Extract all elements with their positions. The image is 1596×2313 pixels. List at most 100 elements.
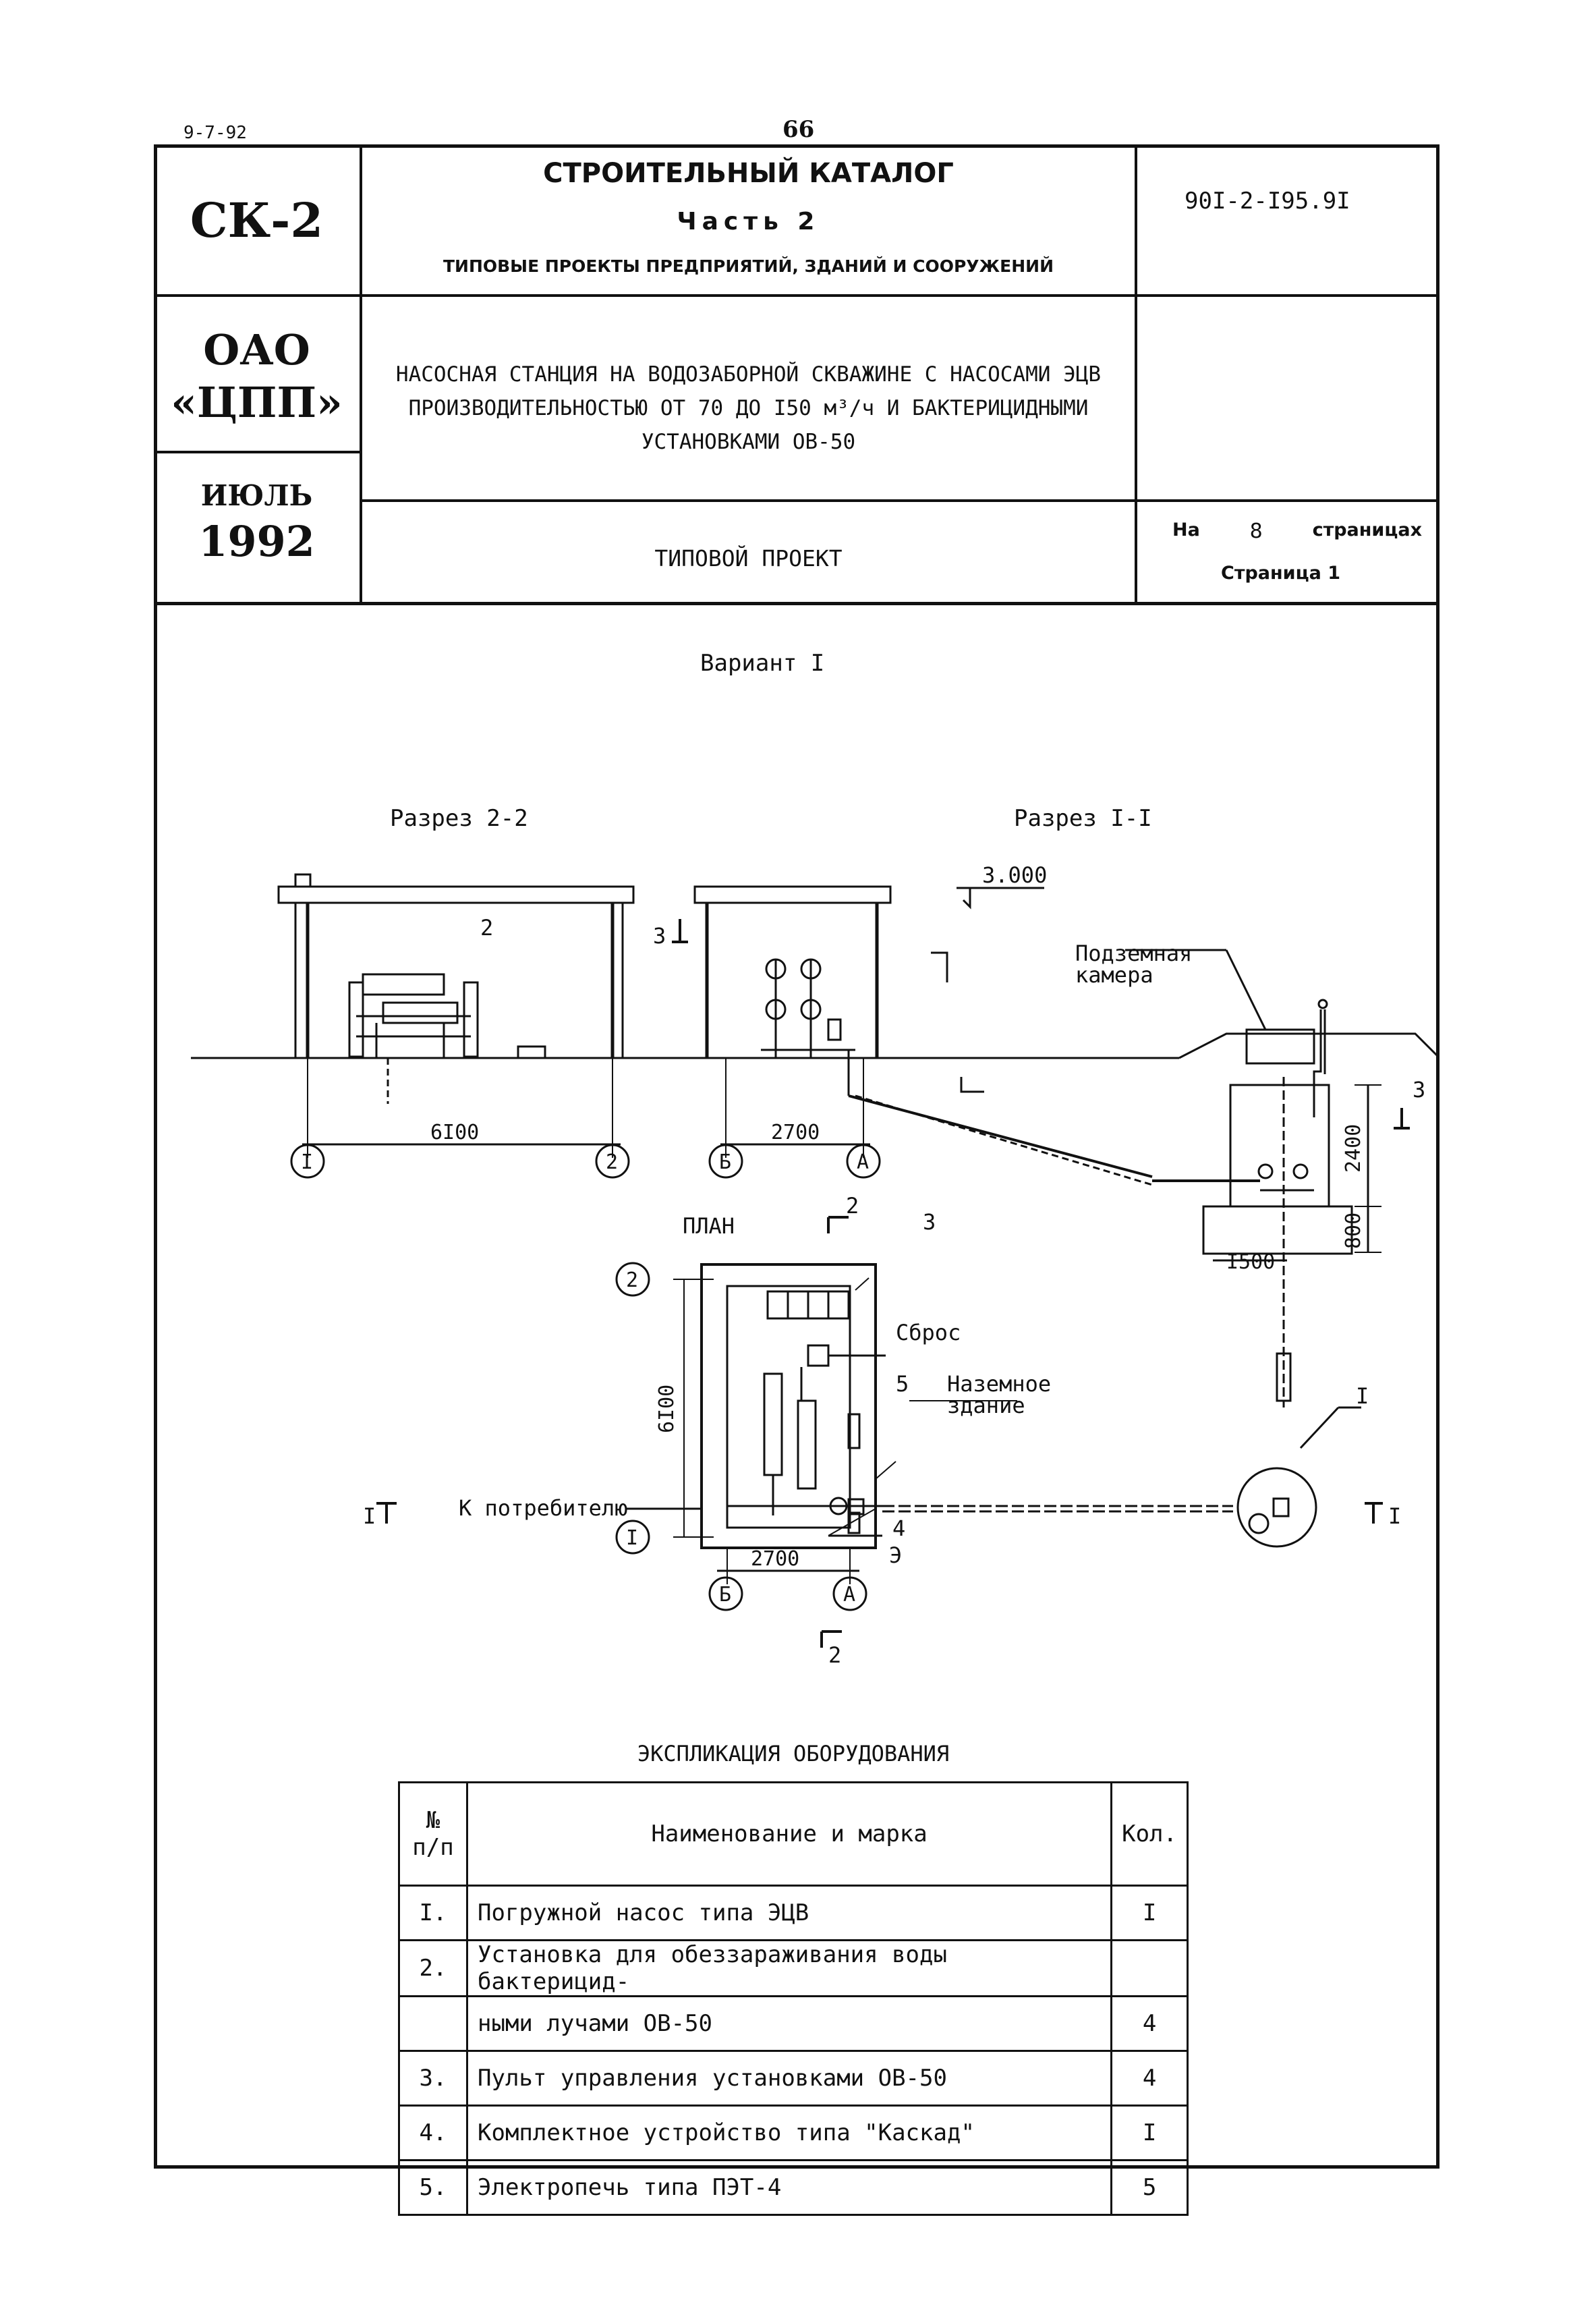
cut-mark-2-bottom: 2 bbox=[828, 1642, 841, 1668]
row-number: I. bbox=[398, 1885, 468, 1941]
cut-mark-I-left: I bbox=[363, 1503, 376, 1529]
row-quantity: I bbox=[1110, 2105, 1189, 2161]
organization-line1: ОАО bbox=[203, 325, 310, 374]
axis-bubbles bbox=[290, 1144, 881, 1611]
header-divider bbox=[360, 499, 1440, 502]
issue-year: 1992 bbox=[198, 517, 315, 566]
row-name: Пульт управления установками ОВ-50 bbox=[465, 2050, 1113, 2107]
project-description: НАСОСНАЯ СТАНЦИЯ НА ВОДОЗАБОРНОЙ СКВАЖИН… bbox=[362, 358, 1135, 459]
row-quantity: I bbox=[1110, 1885, 1189, 1941]
row-number bbox=[398, 1995, 468, 2052]
plan-title: ПЛАН bbox=[683, 1213, 735, 1239]
column-quantity: Кол. bbox=[1110, 1781, 1189, 1887]
dimension-2700-plan: 2700 bbox=[751, 1547, 799, 1571]
row-number: 5. bbox=[398, 2159, 468, 2216]
table-row: 4. Комплектное устройство типа "Каскад" … bbox=[398, 2105, 1189, 2161]
level-mark: 3.000 bbox=[982, 862, 1047, 888]
cut-mark-2-top: 2 bbox=[846, 1193, 859, 1219]
row-number: 3. bbox=[398, 2050, 468, 2107]
header-divider bbox=[154, 294, 1440, 297]
catalog-part: Часть 2 bbox=[677, 208, 820, 235]
axis-a-plan: А bbox=[843, 1583, 855, 1607]
axis-1-section: I bbox=[301, 1150, 313, 1174]
row-quantity: 5 bbox=[1110, 2159, 1189, 2216]
row-number: 4. bbox=[398, 2105, 468, 2161]
series-code: СК-2 bbox=[190, 192, 324, 248]
row-name: ными лучами ОВ-50 bbox=[465, 1995, 1113, 2052]
issue-month: ИЮЛЬ bbox=[200, 479, 313, 512]
row-quantity: 4 bbox=[1110, 1995, 1189, 2052]
underground-chamber-label: Подземная bbox=[1075, 941, 1192, 966]
page-label: Страница 1 bbox=[1221, 563, 1341, 584]
row-quantity bbox=[1110, 1939, 1189, 1997]
table-row: 3. Пульт управления установками ОВ-50 4 bbox=[398, 2050, 1189, 2107]
dimension-800: 800 bbox=[1342, 1213, 1365, 1249]
cut-mark-3-right: 3 bbox=[1413, 1077, 1425, 1103]
consumer-label: К потребителю bbox=[459, 1495, 627, 1521]
header-divider bbox=[1135, 144, 1137, 603]
row-name: Погружной насос типа ЭЦВ bbox=[465, 1885, 1113, 1941]
catalog-subtitle: ТИПОВЫЕ ПРОЕКТЫ ПРЕДПРИЯТИЙ, ЗДАНИЙ И СО… bbox=[443, 256, 1054, 276]
dimension-6100-plan: 6I00 bbox=[655, 1385, 679, 1433]
description-line: НАСОСНАЯ СТАНЦИЯ НА ВОДОЗАБОРНОЙ СКВАЖИН… bbox=[395, 362, 1102, 387]
column-name: Наименование и марка bbox=[465, 1781, 1113, 1887]
section-cut-markers bbox=[376, 919, 1410, 1648]
technical-drawing: Вариант I Разрез 2-2 Разрез I-I 3.000 По… bbox=[191, 650, 1440, 1668]
underground-chamber-label: камера bbox=[1075, 962, 1153, 988]
organization-line2: «ЦПП» bbox=[171, 378, 343, 427]
table-row: 2. Установка для обеззараживания воды ба… bbox=[398, 1939, 1189, 1997]
document-type: ТИПОВОЙ ПРОЕКТ bbox=[654, 545, 843, 572]
callout-2: 2 bbox=[480, 915, 493, 941]
catalog-title: СТРОИТЕЛЬНЫЙ КАТАЛОГ bbox=[543, 158, 954, 189]
cut-mark-I-right: I bbox=[1388, 1503, 1401, 1529]
discharge-label: Сброс bbox=[896, 1320, 961, 1345]
header-bottom bbox=[154, 602, 1440, 605]
table-row: I. Погружной насос типа ЭЦВ I bbox=[398, 1885, 1189, 1941]
axis-2-plan: 2 bbox=[626, 1269, 638, 1292]
surface-building-label: Наземное bbox=[947, 1371, 1051, 1397]
plan-view bbox=[626, 1263, 1317, 1584]
row-number: 2. bbox=[398, 1939, 468, 1997]
section-2-2-title: Разрез 2-2 bbox=[390, 805, 528, 832]
explication-title: ЭКСПЛИКАЦИЯ ОБОРУДОВАНИЯ bbox=[637, 1741, 950, 1766]
table-row: 5. Электропечь типа ПЭТ-4 5 bbox=[398, 2159, 1189, 2216]
callout-1: I bbox=[1356, 1383, 1369, 1409]
row-name: Электропечь типа ПЭТ-4 bbox=[465, 2159, 1113, 2216]
row-name: Комплектное устройство типа "Каскад" bbox=[465, 2105, 1113, 2161]
equipment-table: № п/п Наименование и марка Кол. I. Погру… bbox=[398, 1781, 1189, 2216]
date-code: 9-7-92 bbox=[183, 123, 247, 143]
axis-b-section: Б bbox=[719, 1150, 731, 1174]
callout-3: 3 bbox=[923, 1209, 936, 1235]
dimension-1500: I500 bbox=[1226, 1250, 1275, 1274]
cut-mark-3-left: 3 bbox=[653, 923, 666, 949]
row-name: Установка для обеззараживания воды бакте… bbox=[465, 1939, 1113, 1997]
surface-building-label: здание bbox=[947, 1393, 1025, 1418]
axis-2-section: 2 bbox=[606, 1150, 618, 1174]
axis-b-plan: Б bbox=[719, 1583, 731, 1607]
header-divider bbox=[360, 144, 362, 603]
electric-label: Э bbox=[889, 1542, 902, 1568]
column-number: № п/п bbox=[398, 1781, 468, 1887]
row-quantity: 4 bbox=[1110, 2050, 1189, 2107]
page-number: 66 bbox=[782, 116, 815, 143]
variant-title: Вариант I bbox=[700, 650, 824, 677]
callout-4: 4 bbox=[892, 1515, 905, 1541]
pages-count-line: На 8 страницах bbox=[1172, 520, 1422, 543]
section-2-2-building bbox=[191, 873, 707, 1104]
table-row: ными лучами ОВ-50 4 bbox=[398, 1995, 1189, 2052]
project-code: 90I-2-I95.9I bbox=[1185, 188, 1350, 215]
axis-1-plan: I bbox=[626, 1526, 638, 1550]
description-line: ПРОИЗВОДИТЕЛЬНОСТЬЮ ОТ 70 ДО I50 м³/ч И … bbox=[408, 396, 1089, 420]
pages-suffix: страницах bbox=[1312, 520, 1422, 540]
table-header-row: № п/п Наименование и марка Кол. bbox=[398, 1781, 1189, 1887]
pages-count: 8 bbox=[1249, 520, 1263, 543]
description-line: УСТАНОВКАМИ ОВ-50 bbox=[641, 430, 856, 454]
section-1-1-title: Разрез I-I bbox=[1014, 805, 1152, 832]
dimension-2700-section: 2700 bbox=[771, 1121, 820, 1144]
dimension-2400: 2400 bbox=[1342, 1124, 1365, 1173]
dimension-6100-section: 6I00 bbox=[430, 1121, 479, 1144]
header-divider bbox=[154, 451, 360, 453]
pages-prefix: На bbox=[1172, 520, 1200, 540]
section-1-1-building bbox=[653, 885, 1440, 1449]
axis-a-section: А bbox=[857, 1150, 869, 1174]
